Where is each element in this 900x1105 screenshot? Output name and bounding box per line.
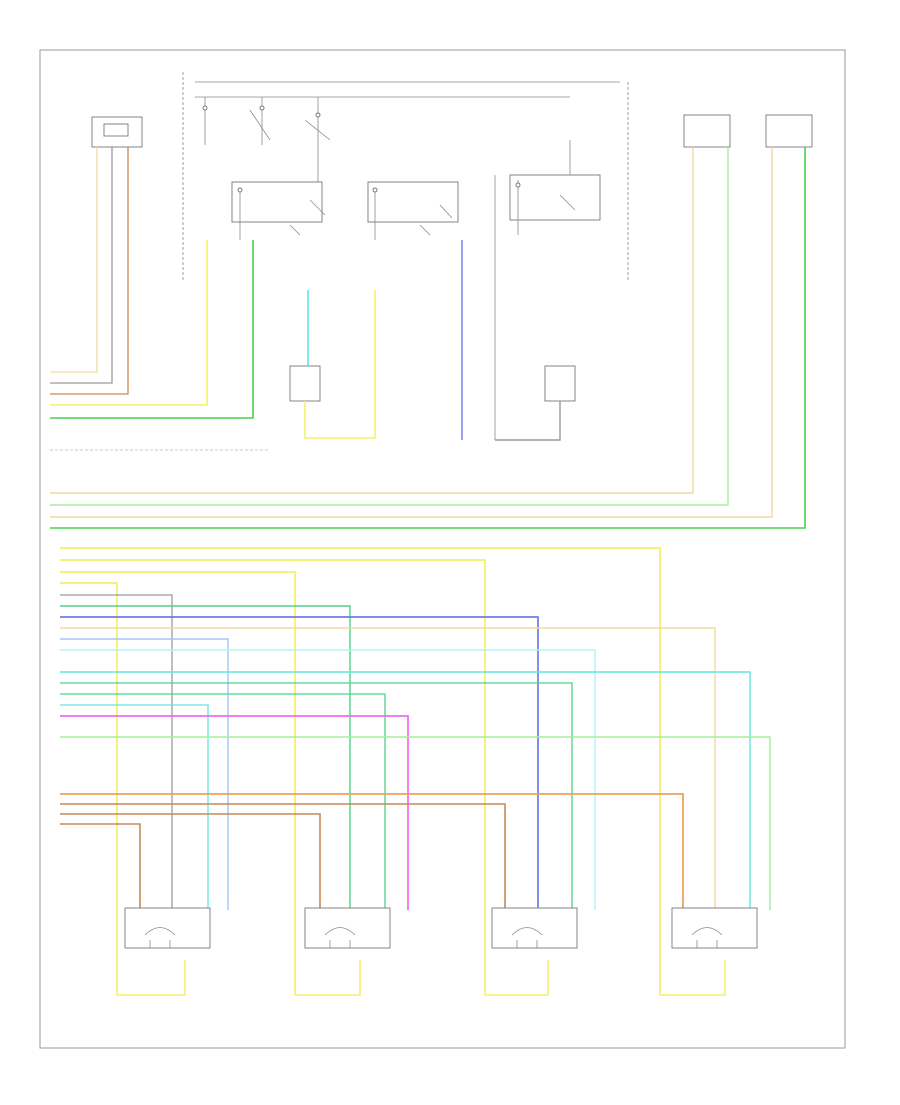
wire-gray-1	[50, 147, 113, 384]
wire-ltcyan-bus	[60, 649, 596, 910]
switch-block-2	[304, 97, 331, 182]
wire-brown-bus-4	[60, 823, 141, 910]
wire-green-bus	[60, 605, 351, 910]
wire-yellow-top	[50, 240, 208, 406]
wire-orange-bus-1	[60, 793, 684, 910]
wire-yellow-mid	[304, 290, 376, 439]
wire-ltgreen-right-1	[50, 147, 729, 506]
switch-block-1	[202, 97, 271, 145]
top-left-component	[91, 116, 143, 148]
wire-yellow-bus-1	[60, 547, 661, 995]
relay-block-3	[494, 140, 601, 440]
top-right-component-2	[765, 114, 813, 148]
wire-cyan-bus-1	[60, 671, 751, 910]
wire-tan-bus	[60, 627, 716, 910]
wire-brown-bus-3	[60, 813, 321, 910]
top-wires	[50, 147, 806, 529]
wire-magenta-bus	[60, 715, 409, 910]
wire-cyan-bus-2	[60, 682, 573, 910]
wire-cyan-bus-3	[60, 693, 386, 910]
wire-ltblue-bus	[60, 638, 229, 910]
relay-block-2	[367, 181, 459, 240]
wire-tan-right-1	[50, 147, 694, 494]
motor-component-1	[117, 907, 211, 996]
motor-component-3	[485, 907, 578, 996]
wire-cyan-bus-4	[60, 704, 209, 910]
wire-green-right-2	[50, 147, 806, 529]
wire-yellow-bus-4	[60, 582, 118, 995]
middle-component-b	[544, 365, 576, 402]
wire-yellow-bus-3	[60, 571, 296, 995]
wire-ltgreen-bus	[60, 736, 771, 910]
relay-block-1	[231, 181, 326, 240]
wire-tan-1	[50, 147, 98, 373]
middle-component-a	[289, 365, 321, 402]
wire-brown-bus-2	[60, 803, 506, 910]
wire-tan-right-2	[50, 147, 773, 518]
wire-yellow-bus-2	[60, 559, 486, 995]
power-bus-lines	[195, 81, 620, 98]
motor-component-2	[295, 907, 391, 996]
wire-gray-mid	[495, 401, 561, 441]
wire-gray-bus	[60, 594, 173, 910]
lower-bus-wires	[60, 547, 771, 995]
wire-brown-1	[50, 147, 129, 395]
diagram-frame	[39, 49, 846, 1049]
wire-green-top	[50, 240, 254, 419]
motor-component-4	[660, 907, 758, 996]
wire-blue-bus-1	[60, 616, 539, 910]
top-right-component-1	[683, 114, 731, 148]
